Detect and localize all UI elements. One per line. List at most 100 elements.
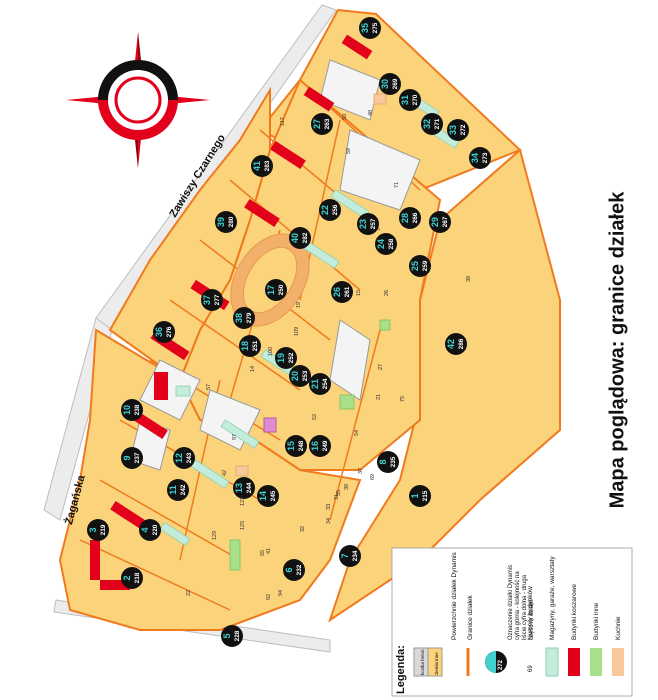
parcel-number-top: 42 (446, 339, 456, 349)
parcel-number-bottom: 282 (302, 232, 309, 243)
parcel-number-top: 10 (122, 405, 132, 415)
parcel-number-bottom: 273 (482, 152, 489, 163)
building-number: 48 (368, 110, 374, 116)
compass-rose-icon (66, 32, 210, 168)
parcel-marker-circle (289, 227, 311, 249)
building-number: 57 (206, 384, 212, 390)
parcel-number-top: 11 (168, 485, 178, 495)
parcel-marker-circle (153, 321, 175, 343)
building-number: 94 (278, 590, 284, 596)
parcel-number-bottom: 228 (234, 630, 241, 641)
parcel-number-top: 8 (378, 459, 388, 464)
legend-swatch-label: kostka beton (420, 649, 425, 675)
building-number: 31 (334, 494, 340, 500)
parcel-marker-circle (173, 447, 195, 469)
parcel-number-bottom: 218 (134, 572, 141, 583)
parcel-number-bottom: 257 (370, 218, 377, 229)
parcel-number-bottom: 252 (288, 352, 295, 363)
parcel-number-top: 36 (154, 327, 164, 337)
parcel-number-top: 6 (284, 567, 294, 572)
map-title-container: Mapa poglądowa: granice działek (598, 120, 638, 580)
parcel-number-bottom: 244 (246, 482, 253, 493)
building-number: 129 (212, 531, 218, 540)
legend-label-barracks: Budynki koszarowe (571, 584, 578, 640)
parcel-number-bottom: 283 (264, 160, 271, 171)
parcel-marker-circle (289, 365, 311, 387)
building-number: 33 (326, 504, 332, 510)
building-number: 75 (400, 396, 406, 402)
building-number: 42 (222, 470, 228, 476)
parcel-marker-circle (357, 213, 379, 235)
legend-swatch-barracks (568, 648, 580, 676)
building-number: 100 (268, 347, 274, 356)
parcel-number-bottom: 259 (422, 260, 429, 271)
parcel-number-top: 33 (448, 125, 458, 135)
parcel-number-top: 9 (122, 455, 132, 460)
parcel-number-bottom: 275 (372, 22, 379, 33)
building-number: 59 (346, 148, 352, 154)
parcel-number-bottom: 279 (246, 312, 253, 323)
parcel-number-top: 1 (410, 493, 420, 498)
parcel-marker-circle (121, 567, 143, 589)
parcel-number-top: 34 (470, 153, 480, 163)
other-buildings (229, 319, 391, 571)
parcel-marker-circle (469, 147, 491, 169)
parcel-number-bottom: 235 (390, 456, 397, 467)
parcel-number-top: 32 (422, 119, 432, 129)
parcel-marker-circle (309, 373, 331, 395)
parcel-number-top: 35 (360, 23, 370, 33)
parcel-marker-circle (239, 335, 261, 357)
parcel-marker-circle (331, 281, 353, 303)
paved-areas (129, 59, 421, 471)
legend-label-other: Budynki inne (593, 602, 600, 640)
parcel-number-bottom: 243 (186, 452, 193, 463)
parcel-number-bottom: 238 (134, 404, 141, 415)
parcel-number-bottom: 263 (324, 118, 331, 129)
building-number: 26 (384, 290, 390, 296)
parcel-number-top: 18 (240, 341, 250, 351)
parcel-marker-circle (233, 477, 255, 499)
building-number: 15 (356, 290, 362, 296)
legend-label-parcel-id: część nr działki (529, 599, 535, 640)
legend-swatch-other (590, 648, 602, 676)
parcel-number-top: 3 (88, 527, 98, 532)
parcel-number-top: 17 (266, 285, 276, 295)
parcel-number-top: 39 (216, 217, 226, 227)
parcel-number-top: 29 (430, 217, 440, 227)
parcel-marker-circle (311, 113, 333, 135)
building-number: 69 (370, 474, 376, 480)
parcel-number-bottom: 251 (252, 340, 259, 351)
legend-box (391, 547, 633, 697)
parcel-marker-circle (359, 17, 381, 39)
parcel-marker-circle (121, 399, 143, 421)
parcel-marker-circle (233, 307, 255, 329)
parcel-number-top: 27 (312, 119, 322, 129)
building-number: 39 (344, 484, 350, 490)
parcel-marker-circle (339, 545, 361, 567)
parcel-number-bottom: 253 (302, 370, 309, 381)
legend-label-bldg-no: Numery budynków (527, 586, 534, 640)
parcel-marker-circle (251, 155, 273, 177)
legend-label-parcel-id: liście cyfra dolna - druga (522, 574, 528, 640)
legend-sample-bldg-no: 69 (528, 665, 534, 672)
building-number: 50 (342, 114, 348, 120)
parcel-marker-circle (447, 119, 469, 141)
